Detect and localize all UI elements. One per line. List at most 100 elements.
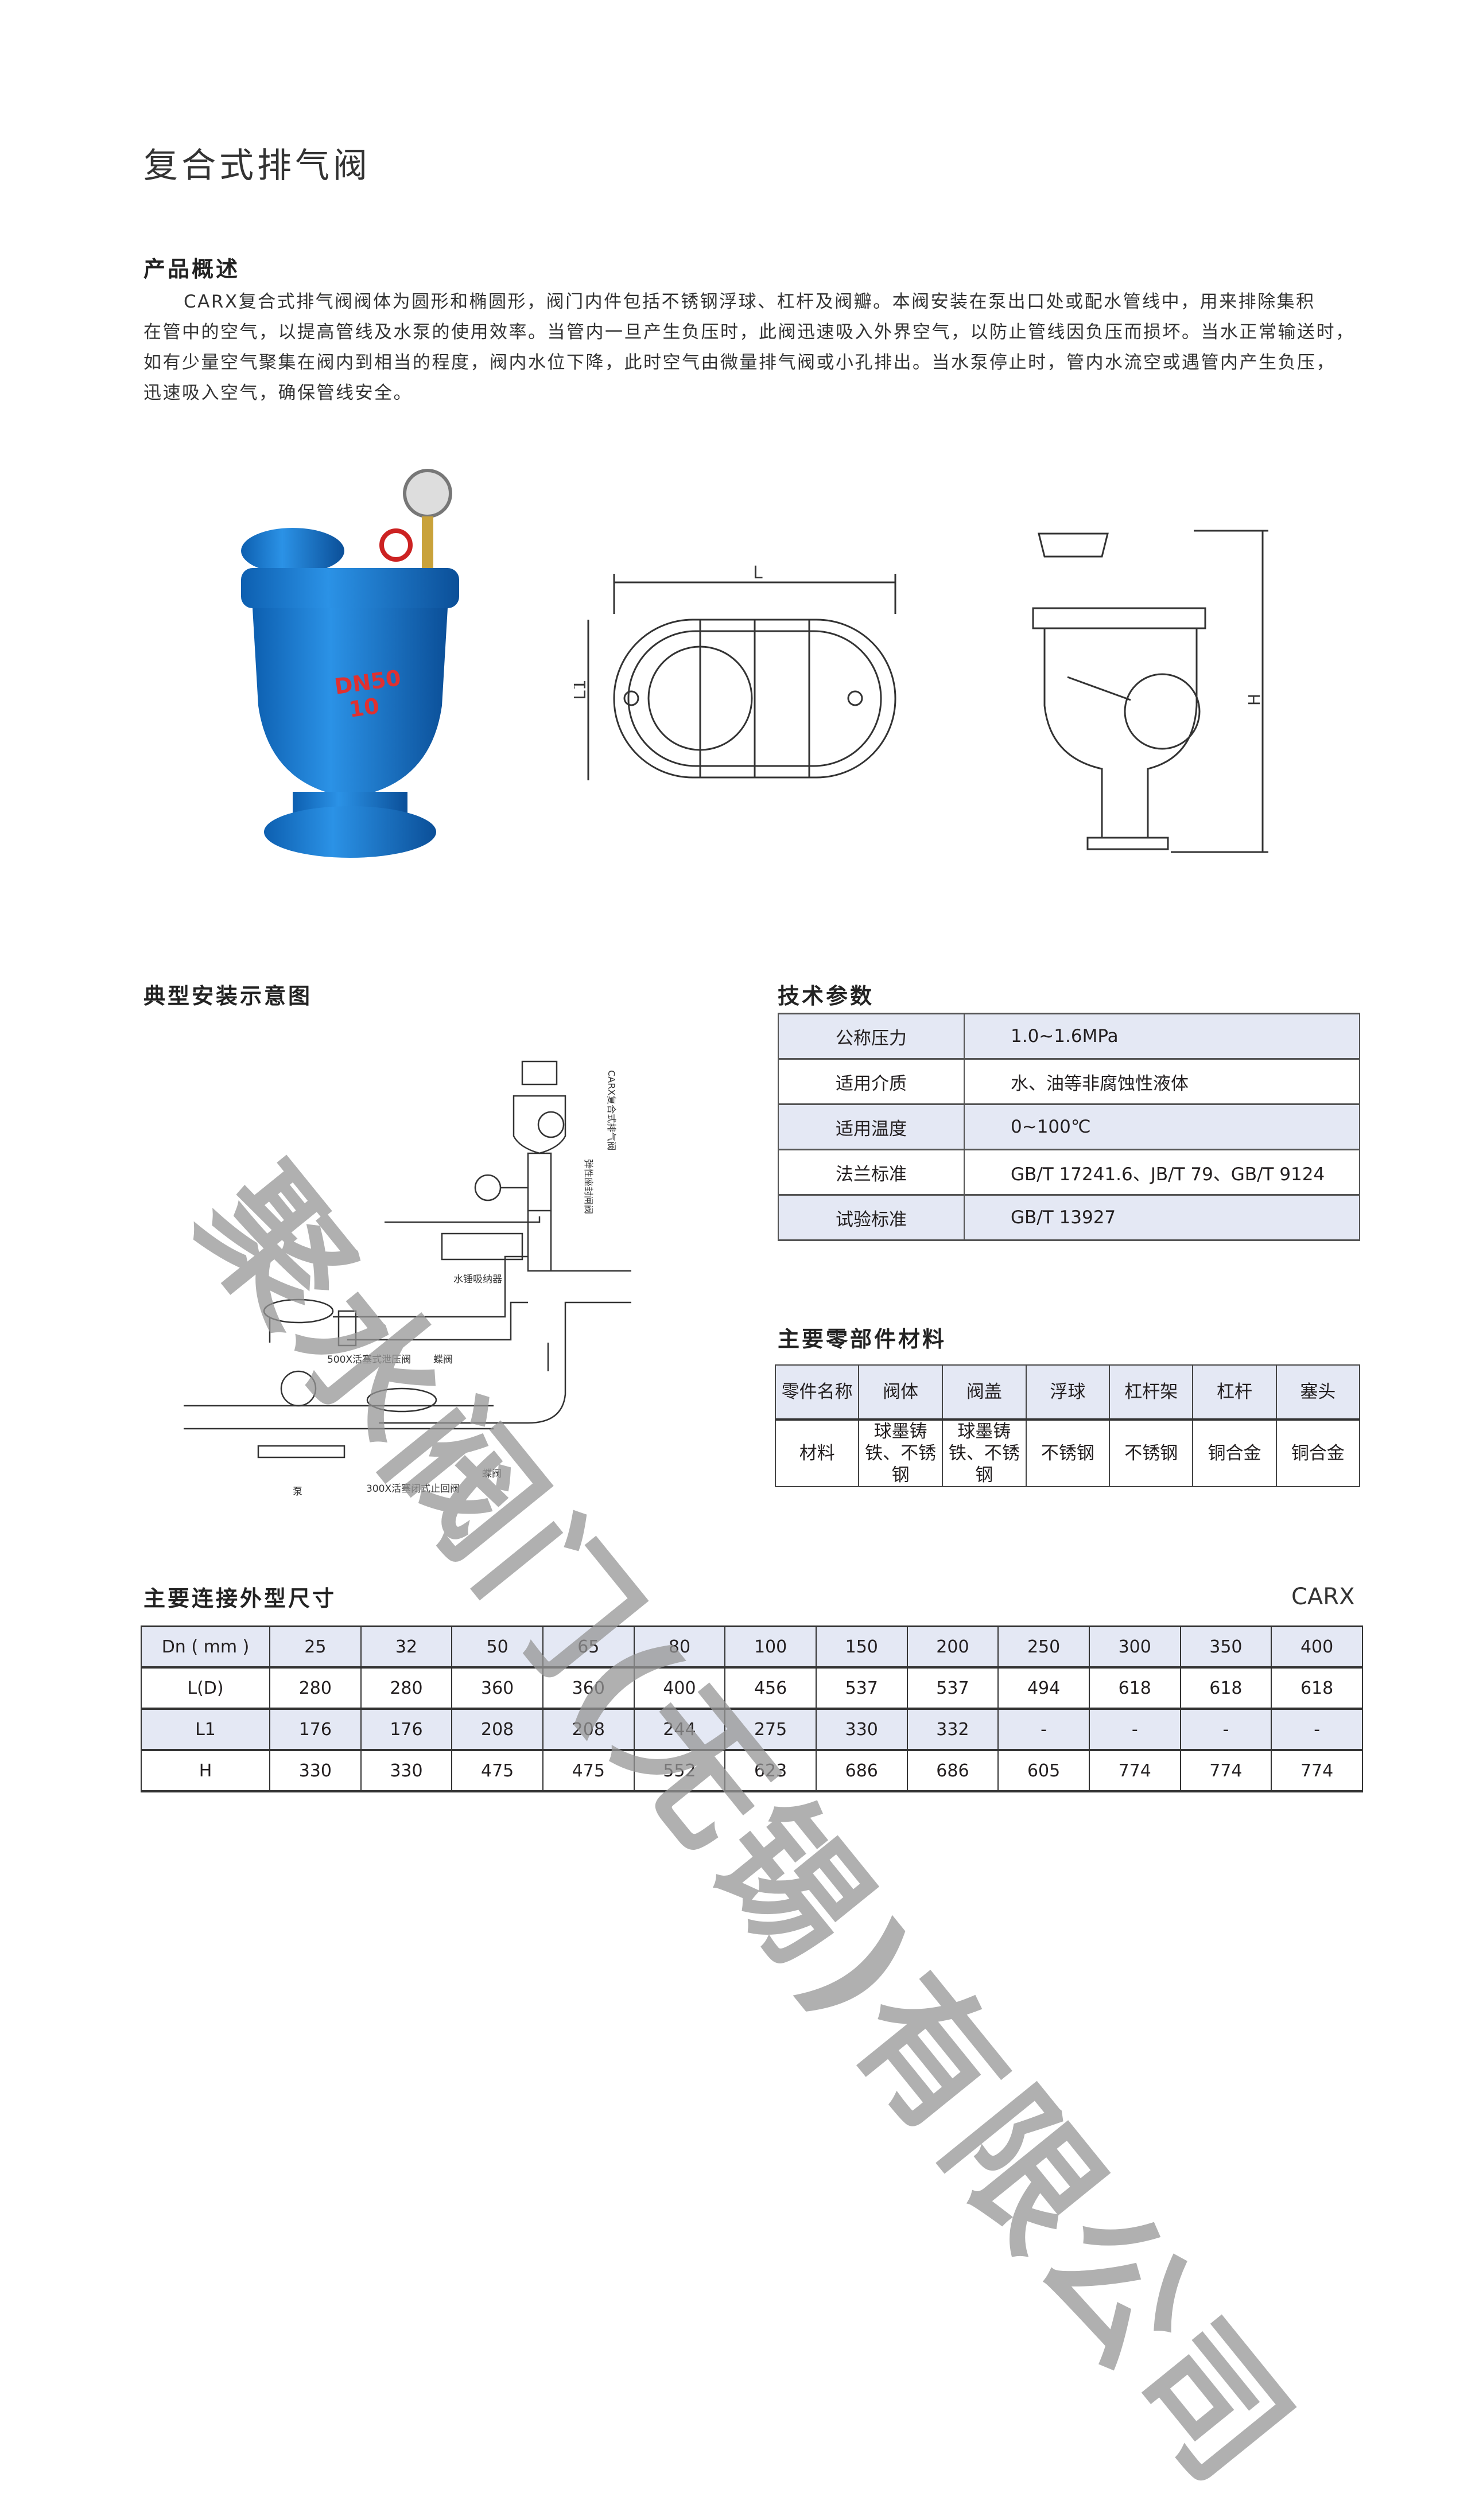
dimension-cell: 330	[815, 1709, 908, 1750]
dimension-cell: 208	[542, 1709, 635, 1750]
dimension-cell: 208	[451, 1709, 543, 1750]
materials-header-cell: 塞头	[1275, 1364, 1361, 1421]
dimension-cell: 475	[451, 1750, 543, 1791]
dimension-l-label: L	[753, 563, 763, 583]
dimension-cell: 275	[724, 1709, 817, 1750]
table-row: 适用介质水、油等非腐蚀性液体	[778, 1058, 1360, 1105]
materials-header-cell: 阀盖	[942, 1364, 1027, 1421]
tech-value: 1.0~1.6MPa	[964, 1013, 1360, 1060]
dimension-cell: 686	[906, 1750, 999, 1791]
dimension-cell: 618	[1179, 1667, 1272, 1709]
installation-diagram: CARX复合式排气阀 弹性座封闸阀 水锤吸纳器 500X活塞式泄压阀 蝶阀 蝶阀…	[184, 1060, 631, 1498]
dimension-cell: 774	[1088, 1750, 1181, 1791]
dimension-cell: -	[997, 1709, 1090, 1750]
overview-line: 如有少量空气聚集在阀内到相当的程度，阀内水位下降，此时空气由微量排气阀或小孔排出…	[143, 352, 1336, 373]
dimension-cell: -	[1088, 1709, 1181, 1750]
dimension-cell: 176	[269, 1709, 362, 1750]
dimension-cell: 552	[633, 1750, 726, 1791]
materials-header-cell: 零件名称	[774, 1364, 860, 1421]
dimension-cell: 686	[815, 1750, 908, 1791]
tech-key: 公称压力	[778, 1013, 965, 1060]
materials-cell: 球墨铸铁、不锈钢	[858, 1419, 944, 1487]
overview-paragraph: CARX复合式排气阀阀体为圆形和椭圆形，阀门内件包括不锈钢浮球、杠杆及阀瓣。本阀…	[143, 287, 1406, 409]
dimension-h-label: H	[1245, 694, 1264, 706]
plan-view-drawing: L L1	[574, 563, 896, 780]
tech-value: 0~100℃	[964, 1103, 1360, 1150]
overview-line: 在管中的空气，以提高管线及水泵的使用效率。当管内一旦产生负压时，此阀迅速吸入外界…	[143, 322, 1355, 343]
photo-marking-pn: 10	[347, 693, 381, 722]
label-butterfly-valve-1: 蝶阀	[433, 1354, 453, 1366]
dimension-cell: 65	[542, 1626, 635, 1667]
dimension-row-label: H	[141, 1750, 270, 1791]
model-label: CARX	[1291, 1584, 1355, 1610]
materials-header-cell: 杠杆	[1192, 1364, 1277, 1421]
dimension-cell: 150	[815, 1626, 908, 1667]
label-relief-valve: 500X活塞式泄压阀	[327, 1354, 411, 1366]
dimensions-heading: 主要连接外型尺寸	[143, 1586, 337, 1611]
materials-header-cell: 浮球	[1025, 1364, 1111, 1421]
section-drawing: H	[1032, 530, 1268, 853]
materials-cell: 球墨铸铁、不锈钢	[942, 1419, 1027, 1487]
dimension-cell: 618	[1088, 1667, 1181, 1709]
materials-heading: 主要零部件材料	[778, 1327, 947, 1352]
dimension-cell: 330	[269, 1750, 362, 1791]
label-pump: 泵	[293, 1486, 302, 1498]
dimension-cell: 456	[724, 1667, 817, 1709]
materials-table: 零件名称阀体阀盖浮球杠杆架杠杆塞头 材料球墨铸铁、不锈钢球墨铸铁、不锈钢不锈钢不…	[774, 1364, 1361, 1487]
dimension-cell: 475	[542, 1750, 635, 1791]
materials-cell: 不锈钢	[1025, 1419, 1111, 1487]
dimension-cell: 494	[997, 1667, 1090, 1709]
dimension-cell: 400	[633, 1667, 726, 1709]
page-title: 复合式排气阀	[143, 146, 371, 186]
overview-line: CARX复合式排气阀阀体为圆形和椭圆形，阀门内件包括不锈钢浮球、杠杆及阀瓣。本阀…	[184, 291, 1315, 312]
label-check-valve: 300X活塞闭式止回阀	[366, 1483, 460, 1495]
dimension-cell: 100	[724, 1626, 817, 1667]
tech-key: 适用温度	[778, 1103, 965, 1150]
dimension-cell: 360	[451, 1667, 543, 1709]
tech-key: 法兰标准	[778, 1149, 965, 1196]
dimension-cell: 25	[269, 1626, 362, 1667]
materials-header-cell: 杠杆架	[1109, 1364, 1194, 1421]
dimension-cell: 537	[815, 1667, 908, 1709]
product-photo: DN50 10	[241, 469, 459, 858]
dimension-row-label: Dn ( mm )	[141, 1626, 270, 1667]
dimension-cell: 244	[633, 1709, 726, 1750]
materials-cell: 不锈钢	[1109, 1419, 1194, 1487]
dimension-cell: 400	[1271, 1626, 1363, 1667]
dimension-cell: 360	[542, 1667, 635, 1709]
dimension-cell: -	[1179, 1709, 1272, 1750]
dimension-cell: 350	[1179, 1626, 1272, 1667]
dimension-l1-label: L1	[574, 679, 590, 700]
tech-key: 试验标准	[778, 1194, 965, 1241]
tech-heading: 技术参数	[778, 983, 875, 1009]
dimension-cell: 618	[1271, 1667, 1363, 1709]
dimension-cell: 605	[997, 1750, 1090, 1791]
dimension-cell: 332	[906, 1709, 999, 1750]
dimension-cell: 32	[360, 1626, 453, 1667]
tech-key: 适用介质	[778, 1058, 965, 1105]
materials-header-cell: 阀体	[858, 1364, 944, 1421]
table-header-row: 零件名称阀体阀盖浮球杠杆架杠杆塞头	[774, 1364, 1361, 1421]
dimension-cell: 330	[360, 1750, 453, 1791]
dimension-cell: 176	[360, 1709, 453, 1750]
materials-cell: 铜合金	[1192, 1419, 1277, 1487]
dimension-cell: 250	[997, 1626, 1090, 1667]
dimension-row-label: L1	[141, 1709, 270, 1750]
dimension-cell: 50	[451, 1626, 543, 1667]
dimension-cell: 537	[906, 1667, 999, 1709]
dimension-cell: 774	[1179, 1750, 1272, 1791]
dimension-cell: -	[1271, 1709, 1363, 1750]
overview-heading: 产品概述	[143, 256, 240, 282]
tech-value: 水、油等非腐蚀性液体	[964, 1058, 1360, 1105]
label-air-valve: CARX复合式排气阀	[606, 1070, 617, 1150]
dimension-cell: 280	[269, 1667, 362, 1709]
installation-heading: 典型安装示意图	[143, 983, 313, 1009]
